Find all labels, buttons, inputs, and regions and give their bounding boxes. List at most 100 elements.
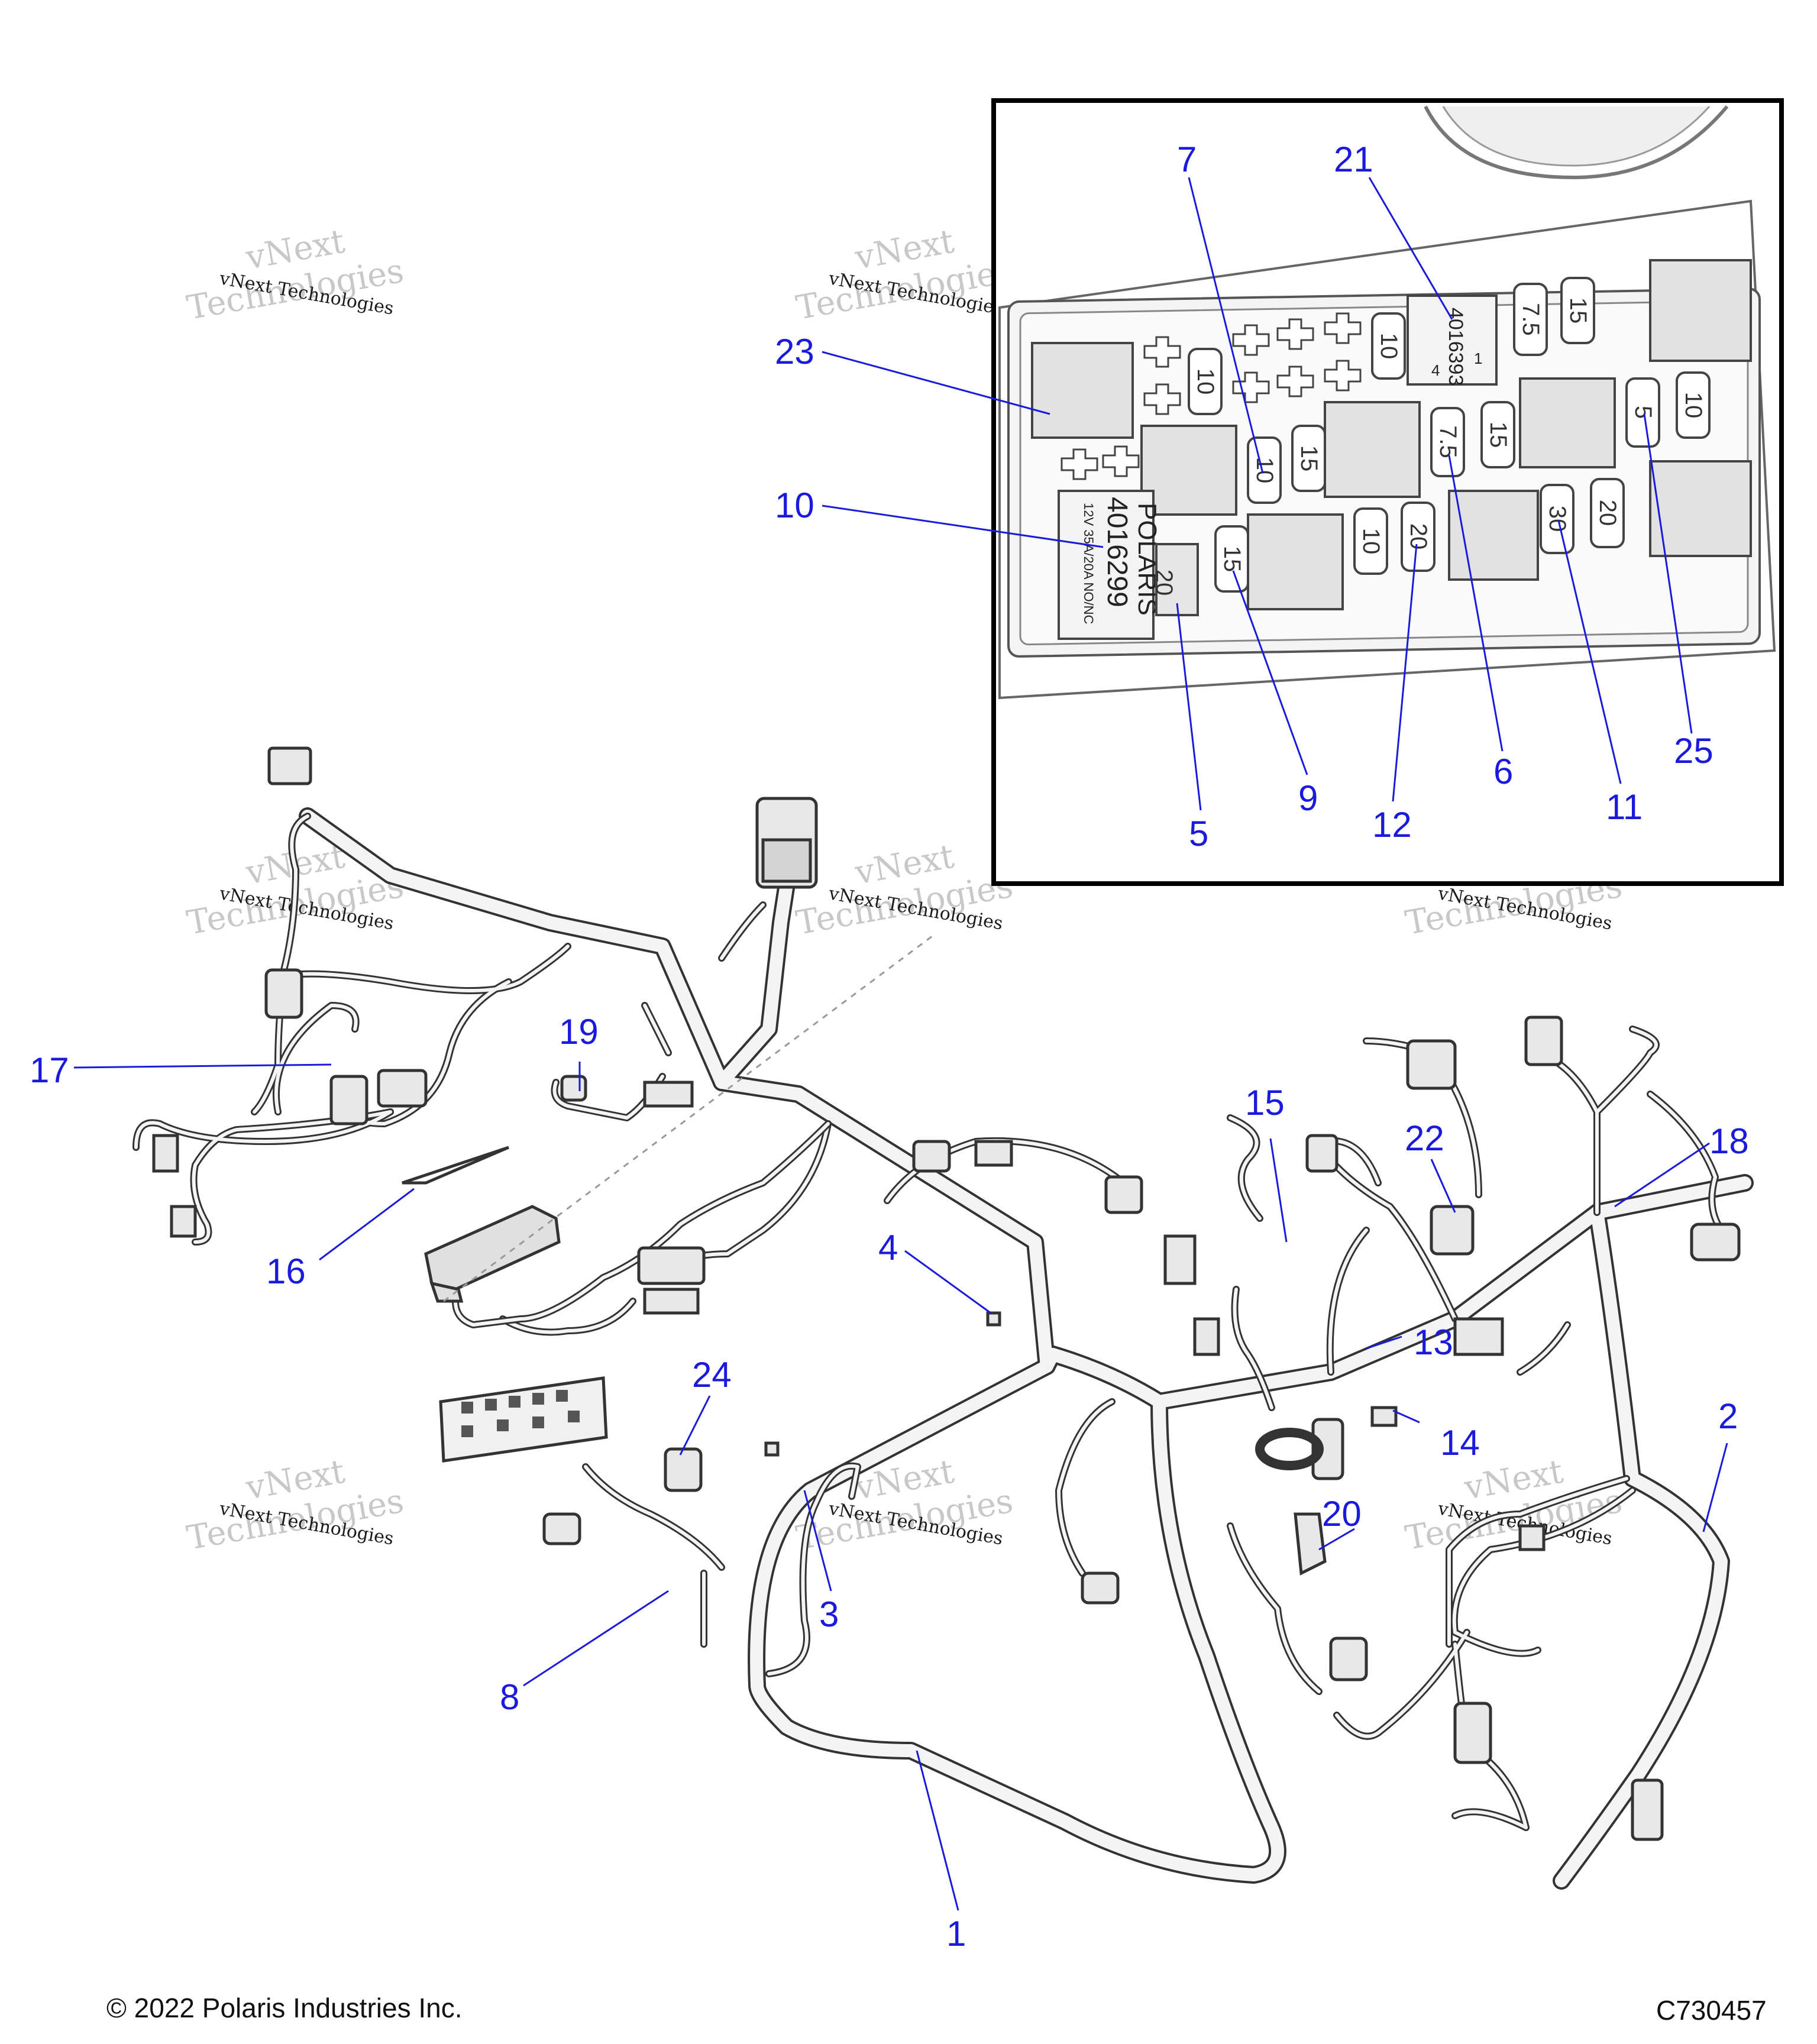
connector-22 — [1430, 1205, 1475, 1256]
callout-10: 10 — [775, 486, 814, 525]
callout-21: 21 — [1334, 140, 1373, 179]
fuse-6: 7.5 — [1430, 407, 1465, 477]
callout-6: 6 — [1493, 752, 1513, 791]
svg-text:15: 15 — [1485, 422, 1511, 448]
connector-18 — [1690, 1222, 1741, 1262]
callout-9: 9 — [1298, 778, 1318, 818]
fuse-10b: 10 — [1676, 371, 1711, 439]
connector-mid-c — [643, 1288, 700, 1315]
copyright-notice: © 2022 Polaris Industries Inc. — [106, 1993, 463, 2023]
connector-far-left-a — [152, 1134, 179, 1173]
fuse-15c: 15 — [1560, 277, 1595, 344]
svg-text:10: 10 — [1680, 392, 1706, 419]
connector-lower-right-b — [1453, 1702, 1492, 1764]
terminal-slots — [1061, 312, 1362, 480]
callout-16: 16 — [266, 1251, 306, 1291]
connector-17a — [264, 968, 303, 1019]
svg-text:15: 15 — [1565, 297, 1591, 324]
callout-23: 23 — [775, 332, 814, 371]
watermark-top-center: vNext Technologies vNext Technologies — [793, 222, 1016, 328]
housing-curve-inner — [1442, 105, 1711, 167]
connector-top-center-lock — [761, 838, 812, 883]
housing-curve — [1424, 105, 1729, 180]
callout-8: 8 — [500, 1677, 519, 1717]
connector-mid-upper-b — [974, 1140, 1013, 1167]
callout-18: 18 — [1709, 1121, 1749, 1161]
connectors — [152, 746, 1741, 1841]
connector-15-left — [1305, 1134, 1338, 1173]
connector-far-left-b — [170, 1205, 197, 1238]
fuse-block-part: 4016393 — [1444, 308, 1467, 386]
callout-2: 2 — [1718, 1396, 1738, 1436]
connector-24-left — [542, 1512, 581, 1545]
watermark-low-center: vNext Technologies vNext Technologies — [793, 1453, 1016, 1558]
fuse-12: 20 — [1401, 502, 1436, 572]
clip-19 — [643, 1081, 694, 1108]
pin-1-label: 1 — [1474, 350, 1482, 367]
svg-text:20: 20 — [1151, 570, 1177, 596]
connector-17b — [329, 1075, 368, 1126]
callout-12: 12 — [1372, 805, 1412, 845]
fuse-7: 10 — [1247, 436, 1282, 504]
relay-g — [1448, 490, 1539, 581]
callout-15: 15 — [1245, 1083, 1285, 1123]
callout-4: 4 — [878, 1228, 898, 1267]
relay-b — [1324, 401, 1421, 498]
relay-d — [1649, 259, 1752, 362]
svg-text:10: 10 — [1358, 528, 1384, 555]
connector-15-far-left — [1163, 1234, 1197, 1285]
callouts: 1 2 3 4 5 6 7 8 9 10 11 12 13 14 15 16 1… — [30, 140, 1749, 1954]
callout-7: 7 — [1177, 140, 1197, 179]
relay-part: 4016299 — [1101, 497, 1133, 607]
relay-4016299: POLARIS 4016299 12V 35A/20A NO/NC — [1058, 490, 1162, 640]
pin-4-label: 4 — [1431, 361, 1440, 379]
fuse-10c: 10 — [1188, 348, 1223, 415]
callout-13: 13 — [1414, 1322, 1453, 1362]
watermark-low-left: vNext Technologies vNext Technologies — [184, 1453, 406, 1558]
connector-17c — [377, 1069, 428, 1108]
fuse-20b: 20 — [1590, 478, 1625, 548]
callout-20: 20 — [1322, 1494, 1362, 1534]
connector-lower-right-a — [1329, 1637, 1368, 1681]
svg-text:15: 15 — [1219, 546, 1245, 573]
clip-14 — [1370, 1406, 1398, 1427]
svg-text:10: 10 — [1376, 333, 1402, 360]
relay-f — [1247, 513, 1344, 610]
fuse-9: 15 — [1214, 525, 1249, 593]
callout-25: 25 — [1674, 731, 1713, 771]
pin-4 — [986, 1311, 1001, 1327]
svg-text:5: 5 — [1630, 406, 1656, 419]
connector-mid-upper — [912, 1140, 951, 1173]
fuse-cover-16 — [402, 1146, 561, 1303]
svg-text:20: 20 — [1595, 500, 1621, 526]
svg-text:15: 15 — [1296, 445, 1322, 472]
fuses: 20 15 10 20 30 20 — [1151, 277, 1711, 616]
svg-text:20: 20 — [1405, 523, 1431, 550]
part-20-boot — [1294, 1512, 1327, 1576]
screw-left — [764, 1441, 780, 1457]
drawing-id: C730457 — [1656, 1995, 1767, 2026]
svg-text:7.5: 7.5 — [1435, 425, 1461, 458]
svg-text:10: 10 — [1252, 457, 1278, 484]
svg-text:10: 10 — [1192, 368, 1218, 395]
grommet-ring — [1255, 1428, 1324, 1470]
leader-lines — [73, 1062, 1728, 1911]
connector-2-small — [1518, 1524, 1546, 1551]
fuse-block-4016393: 4016393 1 4 — [1407, 295, 1498, 386]
relay-a — [1140, 425, 1237, 516]
callout-1: 1 — [946, 1914, 966, 1954]
relays — [1031, 259, 1752, 610]
connector-24 — [664, 1447, 703, 1492]
main-harness — [132, 807, 1754, 1890]
connector-mid-b — [637, 1246, 706, 1285]
callout-24: 24 — [692, 1355, 732, 1395]
connector-mid-a — [1104, 1175, 1143, 1214]
fuse-box-inset: POLARIS 4016299 12V 35A/20A NO/NC 401639… — [822, 98, 1784, 886]
callout-3: 3 — [819, 1595, 839, 1634]
watermark-top-left: vNext Technologies vNext Technologies — [184, 222, 406, 328]
connector-upper-right-b — [1524, 1015, 1563, 1066]
fuse-15b: 15 — [1480, 401, 1515, 468]
svg-text:30: 30 — [1544, 506, 1570, 532]
callout-11: 11 — [1606, 787, 1643, 827]
